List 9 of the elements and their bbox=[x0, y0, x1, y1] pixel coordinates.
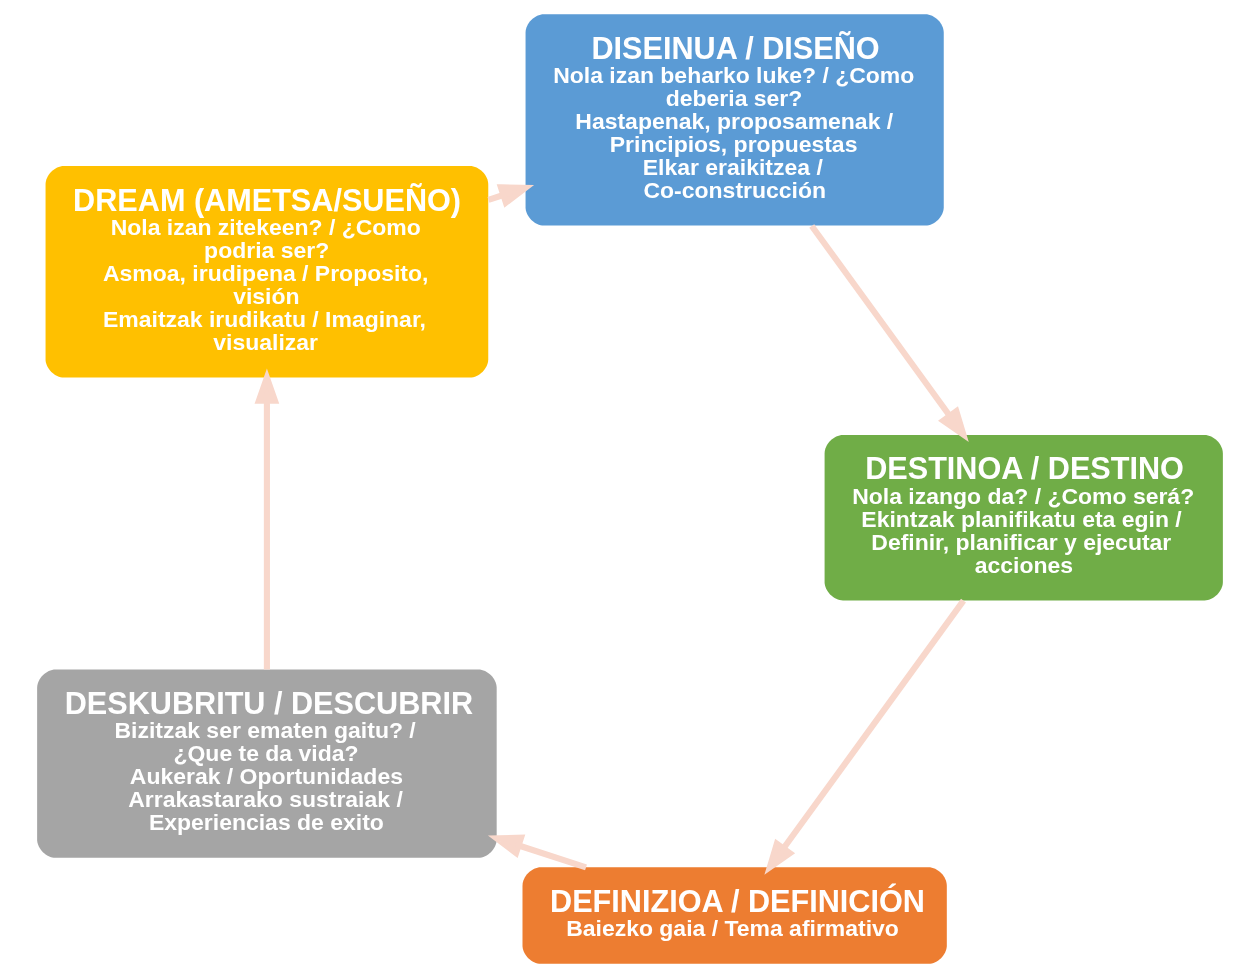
node-box: DESTINOA / DESTINO Nola izango da? / ¿Como será? Ekintzak planifikatu eta egin / Definir, planificar y ejecutar acciones bbox=[824, 435, 1223, 601]
arrow bbox=[764, 598, 966, 875]
node-box: DISEINUA / DISEÑO Nola izan beharko luke? / ¿Como deberia ser? Hastapenak, proposamenak / Principios, propuestas Elkar eraikitzea / Co-construcción bbox=[525, 14, 944, 226]
node-box: DEFINIZIOA / DEFINICIÓN Baiezko gaia / Tema afirmativo bbox=[522, 867, 947, 964]
node-box: DREAM (AMETSA/SUEÑO) Nola izan zitekeen? / ¿Como podria ser? Asmoa, irudipena / Proposito, visión Emaitzak irudikatu / Imaginar, visualizar bbox=[45, 166, 489, 378]
arrow bbox=[254, 368, 280, 670]
arrow bbox=[487, 834, 587, 871]
node-box: DESKUBRITU / DESCUBRIR Bizitzak ser ematen gaitu? / ¿Que te da vida? Aukerak / Oportunidades Arrakastarako sustraiak / Experiencias de exito bbox=[37, 669, 497, 858]
arrow bbox=[809, 224, 969, 443]
